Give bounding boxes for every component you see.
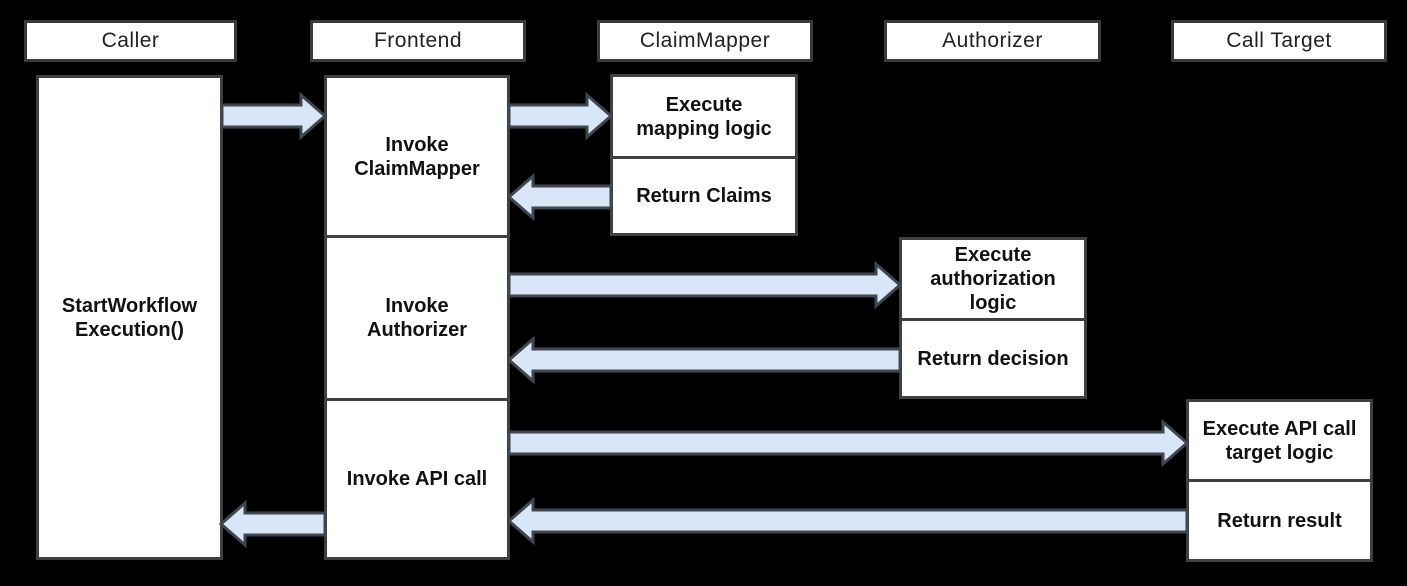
activation-box-frontend: Invoke ClaimMapper Invoke Authorizer Inv… <box>324 75 510 560</box>
lane-header-frontend: Frontend <box>310 20 526 62</box>
lane-header-label: Authorizer <box>942 29 1043 52</box>
lane-header-label: Caller <box>101 29 160 52</box>
step-box-return-decision: Return decision <box>902 318 1084 396</box>
step-box-invoke-claimmapper: Invoke ClaimMapper <box>354 133 480 180</box>
arrow-frontend-to-authorizer <box>507 260 903 310</box>
lane-header-label: ClaimMapper <box>639 29 771 52</box>
activation-box-claimmapper: Execute mapping logic Return Claims <box>610 74 798 236</box>
lane-header-label: Call Target <box>1226 29 1332 52</box>
step-box-invoke-authorizer: Invoke Authorizer <box>327 235 507 398</box>
lane-header-label: Frontend <box>373 29 463 52</box>
arrow-frontend-to-claimmapper <box>507 91 614 141</box>
lane-header-calltarget: Call Target <box>1171 20 1387 62</box>
arrow-caller-to-frontend <box>220 91 328 141</box>
lane-header-authorizer: Authorizer <box>884 20 1101 62</box>
lane-header-claimmapper: ClaimMapper <box>597 20 813 62</box>
step-box-startworkflowexecution: StartWorkflow Execution() <box>61 294 198 341</box>
step-box-execute-mapping-logic: Execute mapping logic <box>636 93 772 140</box>
step-box-execute-authorization-logic: Execute authorization logic <box>930 244 1056 314</box>
step-box-return-result: Return result <box>1189 479 1370 559</box>
activation-box-calltarget: Execute API call target logic Return res… <box>1186 399 1373 562</box>
arrow-calltarget-to-frontend <box>506 496 1189 546</box>
lane-header-caller: Caller <box>24 20 237 62</box>
step-box-return-claims: Return Claims <box>613 156 795 233</box>
activation-box-authorizer: Execute authorization logic Return decis… <box>899 237 1087 399</box>
arrow-frontend-to-caller <box>218 499 327 549</box>
step-box-invoke-api-call: Invoke API call <box>327 398 507 557</box>
arrow-frontend-to-calltarget <box>507 418 1190 468</box>
step-box-execute-api-call-target-logic: Execute API call target logic <box>1202 417 1357 464</box>
arrow-authorizer-to-frontend <box>506 335 902 385</box>
arrow-claimmapper-to-frontend <box>506 172 613 222</box>
activation-box-caller: StartWorkflow Execution() <box>36 75 223 560</box>
